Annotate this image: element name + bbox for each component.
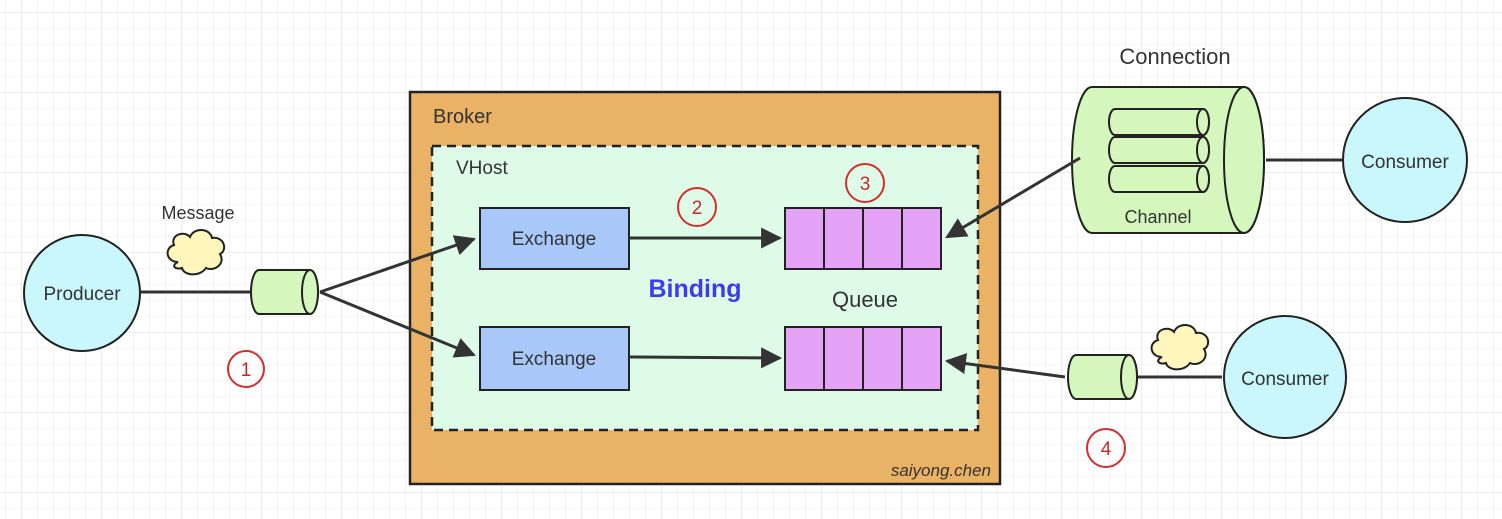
- consumer-message-cloud-icon: [1150, 324, 1210, 371]
- exchange-bottom-box: Exchange: [479, 326, 630, 391]
- message-to-exchange-top-arrow: [319, 235, 476, 294]
- queue-top-box: [784, 207, 942, 270]
- broker-label: Broker: [433, 106, 492, 128]
- queue-label: Queue: [832, 287, 898, 312]
- message-label: Message: [161, 203, 234, 223]
- message-cylinder-icon: [250, 269, 319, 315]
- consumer-bottom-label: Consumer: [1241, 369, 1329, 390]
- consumer-message-cylinder-icon: [1067, 354, 1138, 400]
- step-marker-3: 3: [845, 163, 885, 203]
- signature-text: saiyong.chen: [891, 461, 991, 480]
- message-cloud-icon: [166, 229, 226, 276]
- channel-tubes-icon: [1108, 108, 1210, 193]
- producer-label: Producer: [43, 284, 121, 305]
- consumer-top-node: Consumer: [1342, 97, 1468, 223]
- step-marker-1: 1: [227, 350, 265, 388]
- binding-label: Binding: [648, 275, 741, 303]
- consumer-top-label: Consumer: [1361, 152, 1449, 173]
- connection-label: Connection: [1119, 44, 1230, 69]
- exchange-bottom-to-queue-arrow: [628, 347, 783, 369]
- step-marker-2: 2: [677, 187, 717, 227]
- vhost-label: VHost: [456, 158, 508, 179]
- message-to-exchange-bottom-arrow: [319, 290, 476, 358]
- svg-text:2: 2: [692, 198, 703, 219]
- connection-to-queue-arrow: [945, 156, 1081, 239]
- channel-label: Channel: [1124, 207, 1191, 227]
- message-to-queue-bottom-arrow: [944, 353, 1066, 379]
- step-marker-4: 4: [1086, 428, 1126, 468]
- svg-text:4: 4: [1101, 439, 1112, 460]
- producer-node: Producer: [23, 234, 141, 352]
- exchange-top-box: Exchange: [479, 207, 630, 270]
- consumer-bottom-node: Consumer: [1223, 315, 1347, 439]
- exchange-top-label: Exchange: [512, 229, 597, 250]
- queue-bottom-box: [784, 326, 942, 391]
- exchange-bottom-label: Exchange: [512, 349, 597, 370]
- svg-text:1: 1: [241, 360, 252, 381]
- svg-text:3: 3: [860, 174, 871, 195]
